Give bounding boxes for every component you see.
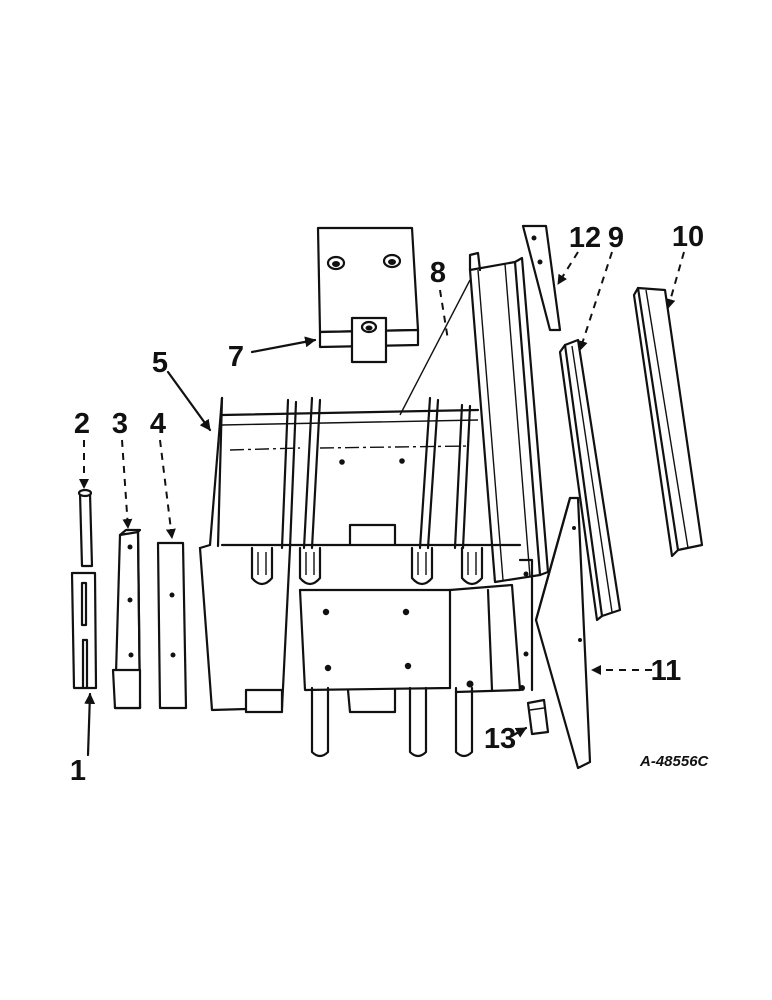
part-13-block xyxy=(526,698,550,736)
drawing-reference: A-48556C xyxy=(639,753,710,770)
part-2-pin xyxy=(77,488,94,568)
callout-3: 3 xyxy=(112,408,128,440)
part-4-bar xyxy=(156,541,188,710)
callout-1: 1 xyxy=(70,755,86,787)
callout-9: 9 xyxy=(608,222,624,254)
callout-10: 10 xyxy=(672,221,704,253)
leader-lines xyxy=(79,251,685,757)
part-5-frame-body xyxy=(198,396,534,758)
callout-labels: 1 2 3 4 5 7 8 12 9 10 11 13 xyxy=(70,221,704,787)
part-9-angle-bar xyxy=(558,338,622,622)
callout-2: 2 xyxy=(74,408,90,440)
callout-13: 13 xyxy=(484,723,516,755)
part-8-side-channel xyxy=(399,251,550,584)
callout-5: 5 xyxy=(152,347,168,379)
callout-4: 4 xyxy=(150,408,166,440)
callout-7: 7 xyxy=(228,341,244,373)
part-10-angle-bar xyxy=(632,286,704,558)
part-11-plate xyxy=(534,496,592,770)
callout-8: 8 xyxy=(430,257,446,289)
callout-11: 11 xyxy=(651,655,682,687)
part-1-slotted-bar xyxy=(70,571,98,690)
callout-12: 12 xyxy=(569,222,601,254)
part-3-bracket xyxy=(111,528,142,710)
part-12-strap xyxy=(521,224,562,332)
part-7-top-plate xyxy=(316,226,420,364)
